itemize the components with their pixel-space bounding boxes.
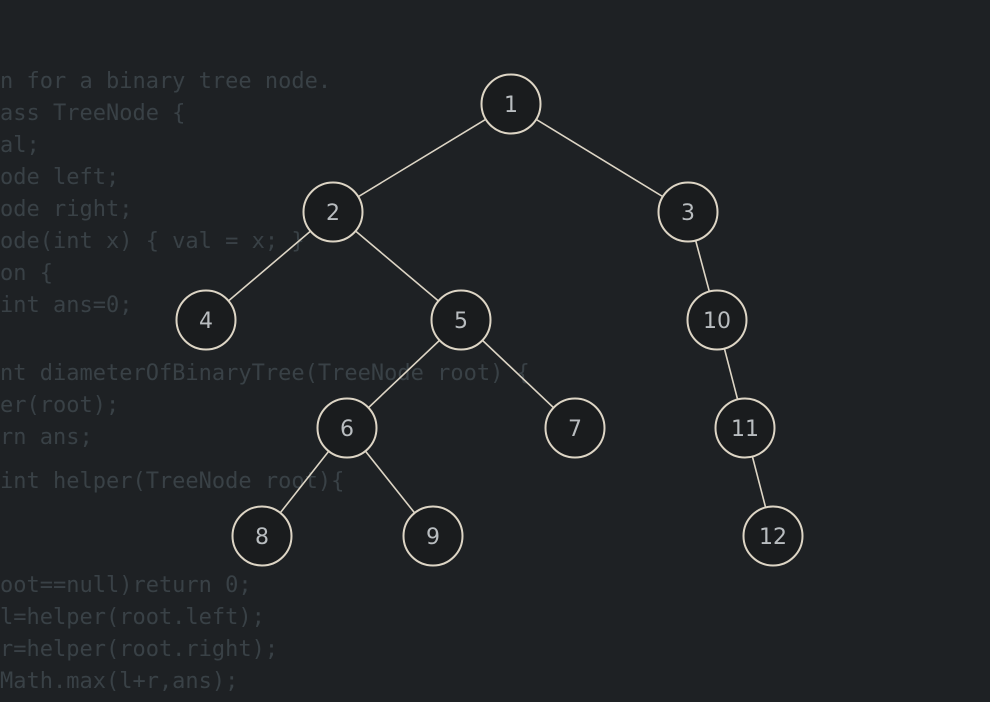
- node-label: 8: [255, 525, 269, 550]
- node-circle: [175, 289, 237, 351]
- node-label: 11: [731, 417, 759, 442]
- node-label: 5: [454, 309, 468, 334]
- edge-1-3: [510, 103, 689, 213]
- code-line: ass TreeNode {: [0, 101, 186, 126]
- code-line: er(root);: [0, 393, 120, 418]
- code-line: int helper(TreeNode root){: [0, 469, 345, 494]
- code-line: r=helper(root.right);: [0, 637, 279, 662]
- node-label: 6: [340, 417, 354, 442]
- node-circle: [402, 505, 464, 567]
- tree-node-2: 2: [302, 181, 364, 243]
- code-line: l=helper(root.left);: [0, 605, 265, 630]
- code-line: oot==null)return 0;: [0, 573, 252, 598]
- node-circle: [231, 505, 293, 567]
- node-circle: [480, 73, 542, 135]
- code-line: al;: [0, 133, 40, 158]
- code-line: ode right;: [0, 197, 133, 222]
- node-label: 3: [681, 201, 695, 226]
- code-line: ode left;: [0, 165, 120, 190]
- node-circle: [742, 505, 804, 567]
- code-line: Math.max(l+r,ans);: [0, 669, 239, 694]
- code-line: nt diameterOfBinaryTree(TreeNode root) {: [0, 361, 530, 386]
- node-label: 10: [703, 309, 731, 334]
- tree-node-5: 5: [430, 289, 492, 351]
- tree-node-10: 10: [686, 289, 748, 351]
- node-label: 12: [759, 525, 787, 550]
- edge-1-2: [332, 103, 512, 213]
- tree-node-6: 6: [316, 397, 378, 459]
- tree-node-12: 12: [742, 505, 804, 567]
- code-line: n for a binary tree node.: [0, 69, 332, 94]
- tree-node-9: 9: [402, 505, 464, 567]
- node-circle: [316, 397, 378, 459]
- node-circle: [657, 181, 719, 243]
- node-circle: [302, 181, 364, 243]
- node-circle: [714, 397, 776, 459]
- node-label: 7: [568, 417, 582, 442]
- node-circle: [686, 289, 748, 351]
- code-line: ode(int x) { val = x; }: [0, 229, 305, 254]
- node-circle: [544, 397, 606, 459]
- tree-node-1: 1: [480, 73, 542, 135]
- code-line: int ans=0;: [0, 293, 133, 318]
- node-label: 4: [199, 309, 213, 334]
- code-line: on {: [0, 261, 53, 286]
- tree-node-3: 3: [657, 181, 719, 243]
- tree-node-11: 11: [714, 397, 776, 459]
- node-label: 9: [426, 525, 440, 550]
- node-circle: [430, 289, 492, 351]
- tree-node-7: 7: [544, 397, 606, 459]
- tree-node-8: 8: [231, 505, 293, 567]
- tree-node-4: 4: [175, 289, 237, 351]
- node-label: 2: [326, 201, 340, 226]
- code-line: rn ans;: [0, 425, 93, 450]
- node-label: 1: [504, 93, 518, 118]
